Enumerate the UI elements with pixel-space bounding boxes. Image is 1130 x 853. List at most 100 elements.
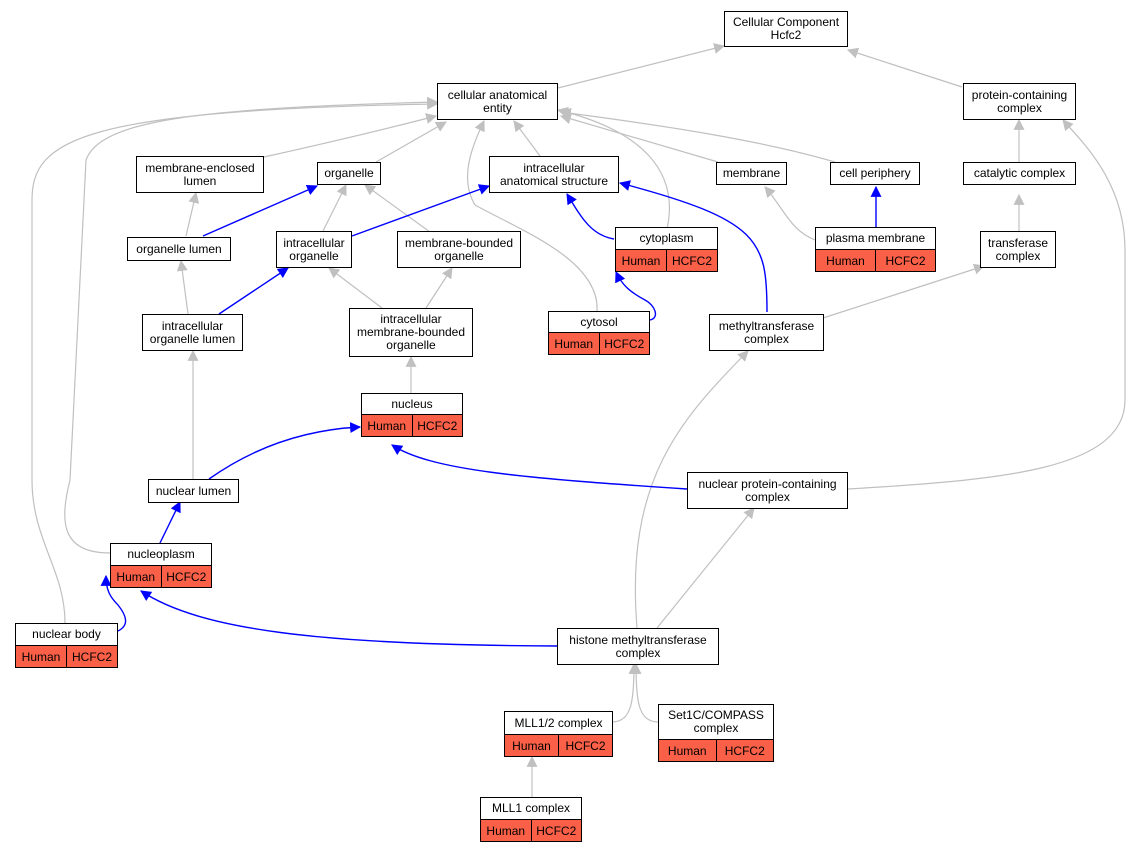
edge-cytosol-cae (467, 120, 598, 312)
node-label: cytoplasm (639, 231, 694, 245)
node-label: membrane (722, 166, 781, 180)
node-label: transferase complex (987, 235, 1049, 263)
node-label: cell periphery (839, 166, 911, 180)
node-organelle[interactable]: organelle (317, 162, 381, 185)
edge-iol-orgl (176, 259, 189, 315)
gene-cell: HCFC2 (411, 415, 463, 436)
node-cellular-component[interactable]: Cellular Component Hcfc2 (724, 11, 848, 47)
edge-iol-io (218, 267, 289, 315)
gene-cell: HCFC2 (66, 646, 117, 667)
edge-cytosol-cyto (615, 271, 657, 321)
species-cell: Human (367, 418, 407, 433)
edge-io-ias (351, 184, 491, 237)
gene-cell: HCFC2 (715, 740, 774, 761)
node-nuclear-lumen[interactable]: nuclear lumen (148, 479, 239, 503)
edge-hmtc-npcc (656, 507, 755, 629)
node-nuclear-protein-containing-complex[interactable]: nuclear protein-containing complex (687, 472, 848, 509)
node-label: membrane-enclosed lumen (145, 160, 255, 188)
edge-nb-np (100, 574, 127, 632)
node-label: Cellular Component Hcfc2 (732, 15, 840, 42)
species-cell: Human (512, 738, 551, 753)
gene-cell: HCFC2 (598, 333, 650, 354)
node-label: nuclear lumen (155, 483, 232, 498)
species-cell: Human (116, 569, 156, 584)
node-label: MLL1 complex (491, 801, 571, 815)
edge-io-org (322, 184, 347, 232)
edge-cae-root (557, 43, 726, 89)
gene-cell: HCFC2 (160, 566, 212, 587)
edge-pcc-root (846, 47, 963, 88)
node-label: catalytic complex (973, 166, 1066, 180)
node-cellular-anatomical-entity[interactable]: cellular anatomical entity (437, 83, 558, 120)
node-label: cytosol (580, 314, 618, 329)
species-cell: Human (621, 253, 661, 268)
edge-npcc-pcc (847, 119, 1126, 490)
node-label: nucleus (391, 396, 433, 411)
node-intracellular-membrane-bounded-organelle[interactable]: intracellular membrane-bounded organelle (349, 308, 473, 357)
edge-set1c-hmtc (630, 662, 659, 723)
node-catalytic-complex[interactable]: catalytic complex (963, 162, 1076, 185)
node-label: membrane-bounded organelle (404, 235, 514, 263)
node-organelle-lumen[interactable]: organelle lumen (127, 237, 231, 261)
annotation-row: Human HCFC2 (362, 414, 462, 436)
node-intracellular-organelle-lumen[interactable]: intracellular organelle lumen (142, 314, 243, 351)
node-label: plasma membrane (825, 231, 926, 245)
annotation-row: Human HCFC2 (549, 332, 649, 354)
node-label: cellular anatomical entity (447, 87, 548, 115)
edge-mtc-ias (618, 180, 768, 313)
node-protein-containing-complex[interactable]: protein-containing complex (963, 83, 1076, 120)
node-transferase-complex[interactable]: transferase complex (980, 231, 1056, 268)
edge-mem-cae (559, 113, 719, 163)
node-label: histone methyltransferase complex (569, 632, 707, 660)
node-histone-methyltransferase-complex[interactable]: histone methyltransferase complex (557, 628, 719, 665)
node-label: nucleoplasm (127, 547, 195, 561)
node-label: Set1C/COMPASS complex (668, 708, 764, 735)
edge-np-cae (64, 96, 439, 554)
gene-cell: HCFC2 (666, 250, 717, 271)
annotation-row: Human HCFC2 (616, 249, 717, 271)
species-cell: Human (667, 743, 707, 758)
edge-cp-cae (559, 107, 836, 163)
node-methyltransferase-complex[interactable]: methyltransferase complex (709, 314, 824, 351)
node-intracellular-anatomical-structure[interactable]: intracellular anatomical structure (489, 156, 619, 193)
edge-imbo-mbo (425, 267, 453, 309)
node-label: organelle lumen (136, 241, 222, 256)
edge-mll12-hmtc (611, 662, 640, 723)
node-cell-periphery[interactable]: cell periphery (830, 162, 920, 185)
edge-org-cae (375, 121, 447, 163)
edge-cyto-cae (556, 107, 670, 230)
node-membrane-enclosed-lumen[interactable]: membrane-enclosed lumen (136, 156, 264, 193)
node-intracellular-organelle[interactable]: intracellular organelle (276, 231, 352, 268)
node-membrane[interactable]: membrane (716, 162, 787, 185)
annotation-row: Human HCFC2 (16, 645, 117, 667)
species-cell: Human (21, 649, 61, 664)
species-cell: Human (554, 336, 594, 351)
edge-ias-cae (513, 120, 541, 157)
edge-cyto-ias (566, 193, 615, 240)
annotation-row: Human HCFC2 (659, 739, 773, 761)
gene-cell: HCFC2 (875, 250, 935, 271)
edge-imbo-io (328, 267, 383, 309)
species-cell: Human (486, 823, 526, 838)
node-label: organelle (324, 166, 374, 180)
node-membrane-bounded-organelle[interactable]: membrane-bounded organelle (397, 231, 521, 268)
edge-nb-cae (31, 98, 439, 624)
node-label: MLL1/2 complex (514, 715, 603, 730)
edge-mel-cae (263, 113, 438, 158)
node-label: protein-containing complex (971, 87, 1068, 115)
annotation-row: Human HCFC2 (111, 565, 211, 587)
